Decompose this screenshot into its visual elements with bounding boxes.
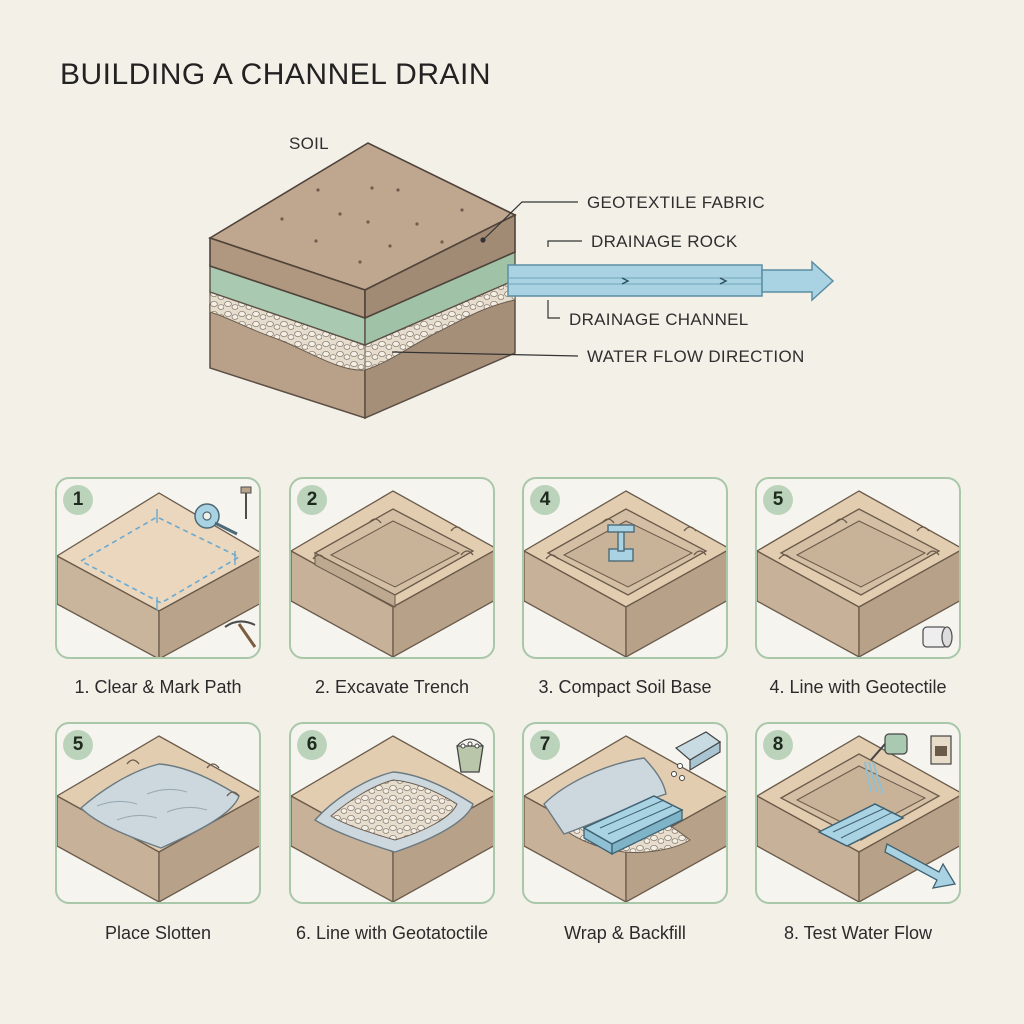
step-caption-2: 2. Excavate Trench <box>314 677 470 697</box>
page-title: BUILDING A CHANNEL DRAIN <box>60 58 491 91</box>
step-badge-5: 5 <box>63 730 93 760</box>
step-badge-6: 6 <box>297 730 327 760</box>
tamper-icon <box>607 524 635 562</box>
seed-bag-icon <box>930 735 952 765</box>
drainage-rock-label: DRAINAGE ROCK <box>591 232 738 251</box>
step-caption-1: 1. Clear & Mark Path <box>74 677 242 697</box>
step-panel-8: 8 <box>755 722 961 904</box>
step-badge-8: 8 <box>763 730 793 760</box>
top-soil-block <box>208 142 517 320</box>
water-flow-label: WATER FLOW DIRECTION <box>587 347 805 366</box>
gravel-bag-icon <box>671 731 722 781</box>
drainage-channel-pipe <box>507 260 835 302</box>
channel-grate-icon <box>817 803 905 847</box>
step-caption-4: 4. Line with Geotectile <box>769 677 947 697</box>
step-caption-3: 3. Compact Soil Base <box>538 677 712 697</box>
stake-icon <box>240 486 252 519</box>
channel-grate-icon <box>582 795 684 856</box>
watering-can-icon <box>864 733 908 795</box>
step-badge-7: 7 <box>530 730 560 760</box>
pickaxe-icon <box>224 620 257 648</box>
cross-section-diagram <box>208 142 835 420</box>
step-panel-2: 2 <box>289 477 495 659</box>
step-caption-5: Place Slotten <box>104 923 212 943</box>
geotextile-label: GEOTEXTILE FABRIC <box>587 193 765 212</box>
step-badge-2: 2 <box>297 485 327 515</box>
step-panel-7: 7 <box>522 722 728 904</box>
step-badge-1: 1 <box>63 485 93 515</box>
leader-lines <box>391 201 582 357</box>
tape-measure-icon <box>194 503 238 536</box>
step-badge-4: 5 <box>763 485 793 515</box>
fabric-roll-icon <box>922 626 953 648</box>
step-caption-6: 6. Line with Geotatoctile <box>295 923 489 943</box>
soil-label: SOIL <box>289 134 329 153</box>
drainage-rock-layer <box>209 277 516 371</box>
drainage-channel-label: DRAINAGE CHANNEL <box>569 310 749 329</box>
flow-arrow-icon <box>884 843 957 889</box>
step-panel-1: 1 <box>55 477 261 659</box>
step-badge-3: 4 <box>530 485 560 515</box>
step-panel-6: 6 <box>289 722 495 904</box>
step-panel-3: 4 <box>522 477 728 659</box>
step-panel-4: 5 <box>755 477 961 659</box>
step-caption-7: Wrap & Backfill <box>564 923 686 943</box>
step-caption-8: 8. Test Water Flow <box>783 923 933 943</box>
step-panel-5: 5 <box>55 722 261 904</box>
gravel-bucket-icon <box>456 738 484 773</box>
